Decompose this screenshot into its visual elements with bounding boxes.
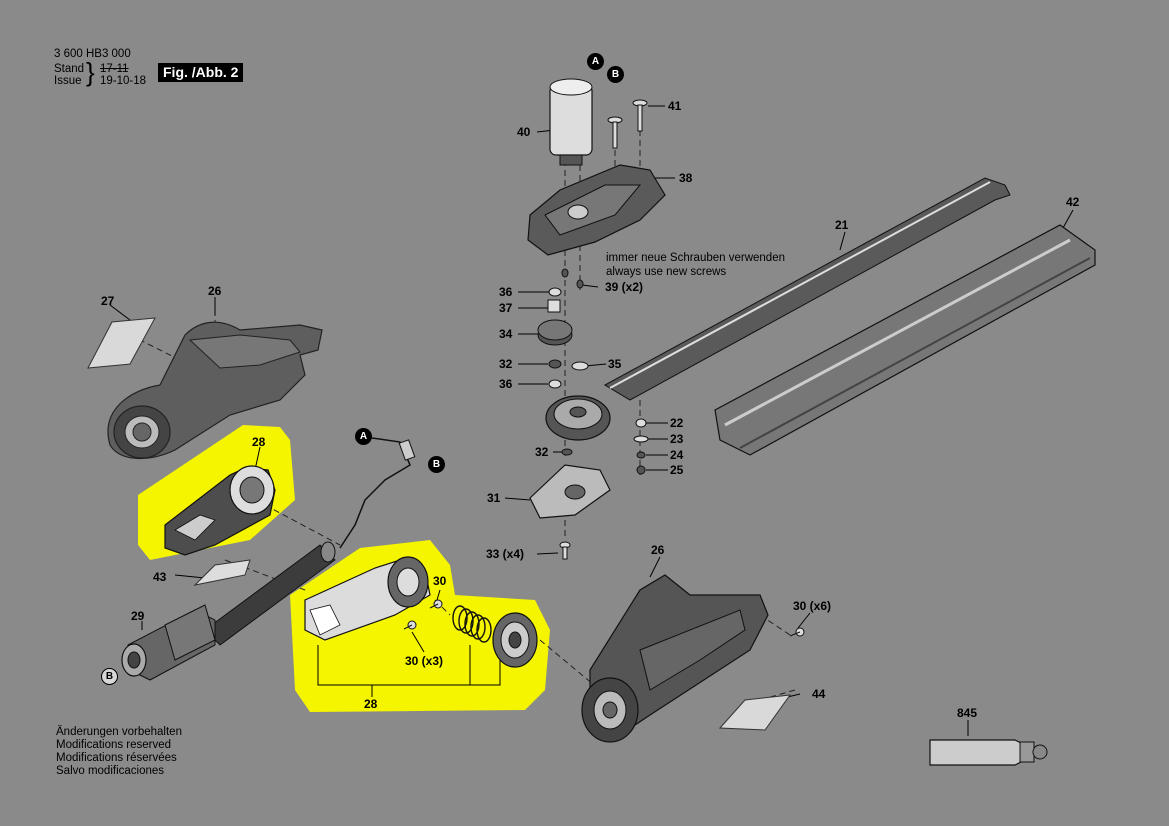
label-30x6: 30 (x6) — [793, 599, 832, 613]
part-44-film — [718, 694, 792, 731]
label-44: 44 — [812, 687, 826, 701]
footer-line-de: Änderungen vorbehalten — [56, 726, 182, 738]
part-29-handle-end — [121, 604, 216, 681]
doc-number: 3 600 HB3 000 — [54, 48, 131, 60]
label-32-bottom: 32 — [535, 445, 549, 459]
label-28-lower: 28 — [364, 697, 378, 711]
label-38: 38 — [679, 171, 693, 185]
connector-b-handle: B — [101, 668, 118, 685]
figure-label: Fig. /Abb. 2 — [158, 63, 244, 82]
brace-glyph: } — [86, 57, 95, 87]
part-31-plate — [529, 464, 611, 519]
label-41: 41 — [668, 99, 682, 113]
motor-cable — [339, 437, 411, 549]
part-26-housing-right — [581, 574, 769, 743]
label-21: 21 — [835, 218, 849, 232]
label-43: 43 — [153, 570, 167, 584]
label-26-left: 26 — [208, 284, 222, 298]
footer-line-es: Salvo modificaciones — [56, 765, 165, 777]
label-24: 24 — [670, 448, 684, 462]
label-29: 29 — [131, 609, 145, 623]
issue-label: Issue — [54, 75, 82, 87]
small-parts-stack — [537, 268, 589, 389]
label-32-top: 32 — [499, 357, 513, 371]
drive-gear — [492, 612, 538, 668]
footer-line-fr: Modifications réservées — [56, 752, 177, 764]
part-38-gearbox — [527, 164, 666, 256]
label-22: 22 — [670, 416, 684, 430]
part-21-blade — [603, 177, 1011, 401]
connector-a-cable: A — [355, 428, 372, 445]
note-line-de: immer neue Schrauben verwenden — [606, 252, 785, 264]
label-35: 35 — [608, 357, 622, 371]
stand-value: 17-11 — [100, 63, 129, 75]
label-28-upper: 28 — [252, 435, 266, 449]
part-42-blade-guide — [714, 224, 1096, 456]
screws-30 — [403, 599, 805, 637]
label-40: 40 — [517, 125, 531, 139]
label-31: 31 — [487, 491, 501, 505]
label-25: 25 — [670, 463, 684, 477]
blade-fasteners — [561, 418, 649, 475]
connector-a-motor: A — [587, 53, 604, 70]
label-42: 42 — [1066, 195, 1080, 209]
screw-33 — [559, 541, 571, 560]
spring — [452, 605, 492, 643]
label-26-right: 26 — [651, 543, 665, 557]
label-37: 37 — [499, 301, 513, 315]
part-28-gear-housing-lower — [304, 556, 431, 641]
screws-41 — [607, 99, 648, 149]
connector-b-cable: B — [428, 456, 445, 473]
label-39: 39 (x2) — [605, 280, 644, 294]
footer-line-en: Modifications reserved — [56, 739, 172, 751]
part-43-film — [193, 559, 251, 586]
blade-crank-gear — [545, 395, 611, 441]
label-33: 33 (x4) — [486, 547, 525, 561]
label-23: 23 — [670, 432, 684, 446]
part-28-gear-housing-upper — [164, 465, 276, 556]
part-40-motor — [549, 78, 593, 166]
part-845-grease-tube — [929, 739, 1048, 766]
label-845: 845 — [957, 706, 978, 720]
issue-value: 19-10-18 — [100, 75, 147, 87]
connector-b-motor: B — [607, 66, 624, 83]
label-36-bottom: 36 — [499, 377, 513, 391]
label-36-top: 36 — [499, 285, 513, 299]
label-34: 34 — [499, 327, 513, 341]
stand-label: Stand — [54, 63, 85, 75]
part-26-housing-left — [107, 321, 323, 460]
label-30x3: 30 (x3) — [405, 654, 444, 668]
note-line-en: always use new screws — [606, 266, 727, 278]
label-27: 27 — [101, 294, 115, 308]
part-27-film — [87, 317, 156, 369]
label-30: 30 — [433, 574, 447, 588]
